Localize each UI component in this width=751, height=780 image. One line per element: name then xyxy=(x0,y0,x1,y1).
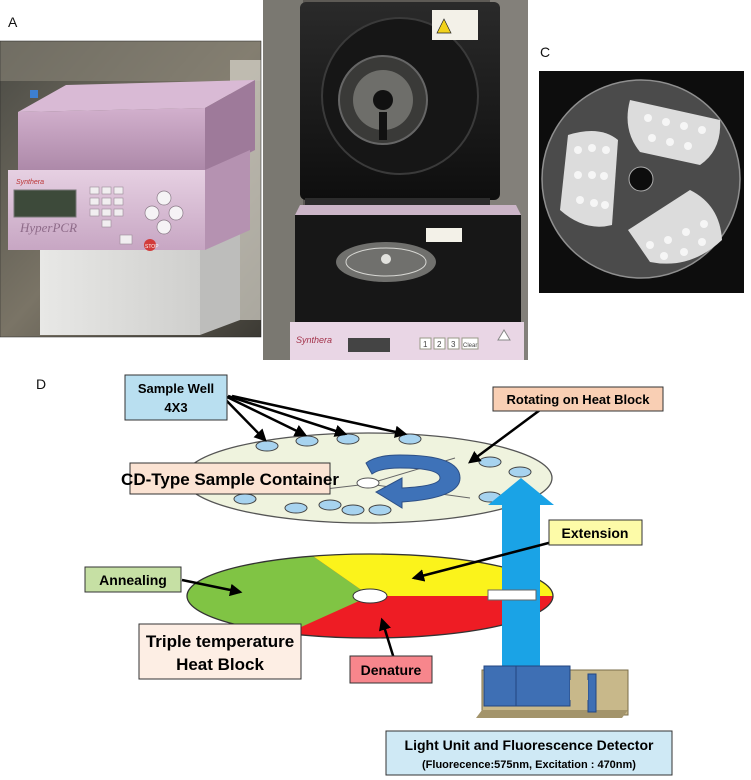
label-arrows xyxy=(181,394,561,663)
photo-c-cd-container-photo xyxy=(539,71,744,293)
fluorescence-beam xyxy=(487,478,554,668)
photo-b-key-2: 2 xyxy=(437,340,442,349)
extension-label: Extension xyxy=(562,525,629,541)
sample-well xyxy=(336,433,360,445)
photo-b-warning-label xyxy=(432,10,478,40)
beam-window xyxy=(487,589,537,601)
photo-a-model-text: HyperPCR xyxy=(19,220,77,235)
rotating-box xyxy=(492,386,664,412)
photo-c-pad-left xyxy=(560,131,618,227)
photo-a-hyperpcr-device: HyperPCR Synthera STOP xyxy=(0,40,262,338)
heat-block-label: Heat Block xyxy=(176,655,264,674)
container-box xyxy=(129,462,331,495)
container-label: CD-Type Sample Container xyxy=(121,470,339,489)
photo-b-key-3: 3 xyxy=(451,340,456,349)
detector-wavelengths: (Fluorecence:575nm, Excitation : 470nm) xyxy=(422,759,636,771)
sample-well xyxy=(341,504,365,516)
photo-b-keypad: 1 2 3 Clear xyxy=(419,337,479,350)
sample-well xyxy=(318,499,342,511)
triple-temp-box xyxy=(138,623,302,680)
detector-box xyxy=(385,730,673,776)
detector-label: Light Unit and Fluorescence Detector xyxy=(405,737,654,753)
photo-a-lcd xyxy=(13,189,77,218)
sample-well-box xyxy=(124,374,228,421)
sample-well xyxy=(255,440,279,452)
sample-well xyxy=(295,435,319,447)
photo-b-key-clear: Clear xyxy=(463,343,477,349)
sample-well xyxy=(233,493,257,505)
sample-well xyxy=(478,456,502,468)
photo-a-arrow-keys xyxy=(144,190,184,235)
panel-letter-c: C xyxy=(540,44,551,60)
sample-well xyxy=(508,466,532,478)
detector-unit xyxy=(476,665,629,718)
panel-letter-a: A xyxy=(8,14,18,30)
photo-b-key-1: 1 xyxy=(423,340,428,349)
photo-a-stop-text: STOP xyxy=(145,244,159,250)
photo-b-brand-text: Synthera xyxy=(296,335,332,345)
cd-container-center-hole xyxy=(356,477,380,489)
photo-a-stop-button xyxy=(144,239,156,251)
heat-zone-annealing xyxy=(187,554,370,596)
denature-label: Denature xyxy=(361,662,422,678)
rotation-arrow xyxy=(365,454,461,509)
photo-a-keypad xyxy=(89,186,133,245)
sample-well xyxy=(398,433,422,445)
triple-temp-label: Triple temperature xyxy=(146,632,294,651)
sample-well xyxy=(368,504,392,516)
photo-a-sticker xyxy=(30,90,38,98)
sample-well-label: Sample Well xyxy=(138,381,214,396)
heat-zone-extension xyxy=(290,554,553,596)
extension-box xyxy=(548,519,643,546)
annealing-box xyxy=(84,566,182,593)
denature-box xyxy=(349,655,433,684)
photo-b-open-device: Synthera 1 2 3 Clear xyxy=(263,0,528,360)
diagram-d: Sample Well 4X3 Rotating on Heat Block C… xyxy=(84,374,673,776)
panel-letter-d: D xyxy=(36,376,47,392)
rotating-label: Rotating on Heat Block xyxy=(506,392,650,407)
photo-a-brand-text: Synthera xyxy=(16,179,44,186)
sample-well xyxy=(284,502,308,514)
sample-wells xyxy=(233,433,532,516)
heat-block-center-hole xyxy=(352,588,388,604)
sample-well-count: 4X3 xyxy=(164,400,187,415)
annealing-label: Annealing xyxy=(99,572,167,588)
